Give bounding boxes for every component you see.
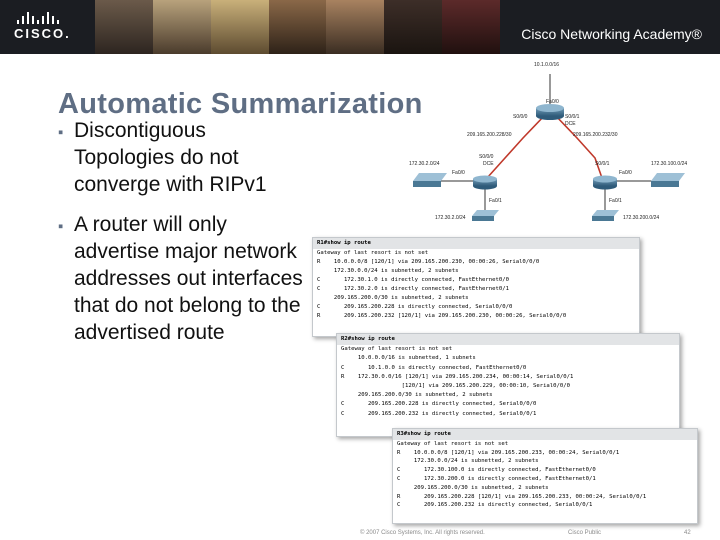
page-number: 42	[684, 530, 691, 536]
terminal-command: R1#show ip route	[313, 238, 639, 249]
terminal-line: 10.0.0.0/16 is subnetted, 1 subnets	[341, 355, 476, 362]
serial-link	[554, 114, 603, 179]
terminal-line: R 172.30.0.0/16 [120/1] via 209.165.200.…	[341, 373, 574, 380]
switch-icon	[413, 173, 447, 187]
serial-link	[486, 114, 546, 179]
logo-text: CISCO.	[14, 26, 71, 41]
network-label: 209.165.200.232/30	[573, 132, 618, 138]
interface-label: Fa0/0	[619, 170, 632, 176]
terminal-line: 209.165.200.0/30 is subnetted, 2 subnets	[341, 392, 493, 399]
terminal-window-r2: R2#show ip route Gateway of last resort …	[336, 333, 680, 437]
terminal-window-r1: R1#show ip route Gateway of last resort …	[312, 237, 640, 337]
bullet-text: A router will only advertise major netwo…	[74, 213, 303, 344]
terminal-line: Gateway of last resort is not set	[317, 250, 429, 256]
network-label: 172.30.200.0/24	[623, 215, 660, 221]
bullet-text: Discontiguous Topologies do not converge…	[74, 119, 267, 196]
terminal-line: C 172.30.200.0 is directly connected, Fa…	[397, 475, 596, 482]
terminal-line: C 209.165.200.228 is directly connected,…	[341, 401, 537, 408]
cisco-logo: CISCO.	[14, 10, 71, 41]
slide-title: Automatic Summarization	[58, 88, 423, 120]
photo-strip	[95, 0, 501, 54]
cisco-logo-icon	[17, 10, 71, 24]
terminal-line: Gateway of last resort is not set	[397, 440, 509, 447]
terminal-line: 209.165.200.0/30 is subnetted, 2 subnets	[397, 484, 549, 491]
interface-label: S0/0/0	[513, 114, 528, 120]
terminal-line: 172.30.0.0/24 is subnetted, 2 subnets	[397, 458, 539, 465]
dce-label: DCE	[483, 161, 494, 167]
terminal-line: 172.30.0.0/24 is subnetted, 2 subnets	[317, 268, 459, 274]
terminal-command: R2#show ip route	[337, 334, 679, 346]
network-label: 172.30.2.0/24	[435, 215, 466, 221]
terminal-line: C 209.165.200.232 is directly connected,…	[341, 410, 537, 417]
dce-label: DCE	[565, 121, 576, 127]
router-icon	[593, 175, 617, 190]
header-banner: CISCO. Cisco Networking Academy®	[0, 0, 720, 54]
network-label: 209.165.200.228/30	[467, 132, 512, 138]
terminal-line: R 10.0.0.0/8 [120/1] via 209.165.200.230…	[317, 259, 540, 265]
switch-icon	[651, 173, 685, 187]
interface-label: S0/0/1	[565, 114, 580, 120]
interface-label: S0/0/1	[595, 161, 610, 167]
switch-icon	[472, 210, 499, 221]
terminal-line: R 209.165.200.228 [120/1] via 209.165.20…	[397, 493, 647, 500]
bullet-item: ▪ Discontiguous Topologies do not conver…	[58, 117, 308, 198]
terminal-line: R 10.0.0.0/8 [120/1] via 209.165.200.233…	[397, 449, 620, 456]
interface-label: Fa0/0	[452, 170, 465, 176]
topology-svg	[413, 74, 685, 221]
interface-label: Fa0/1	[489, 198, 502, 204]
terminal-window-r3: R3#show ip route Gateway of last resort …	[392, 428, 698, 524]
bullet-icon: ▪	[58, 218, 64, 235]
interface-label: Fa0/0	[546, 99, 559, 105]
network-label: 10.1.0.0/16	[534, 62, 560, 68]
terminal-line: C 172.30.1.0 is directly connected, Fast…	[317, 277, 509, 283]
network-label: 172.30.100.0/24	[651, 161, 688, 167]
topology-diagram: 10.1.0.0/16 Fa0/0 S0/0/0 S0/0/1 DCE 209.…	[405, 60, 720, 230]
terminal-line: C 209.165.200.228 is directly connected,…	[317, 304, 513, 310]
terminal-line: C 172.30.100.0 is directly connected, Fa…	[397, 467, 596, 474]
terminal-line: C 209.165.200.232 is directly connected,…	[397, 502, 593, 509]
interface-label: S0/0/0	[479, 154, 494, 160]
terminal-line: Gateway of last resort is not set	[341, 346, 453, 353]
terminal-line: [120/1] via 209.165.200.229, 00:00:10, S…	[341, 383, 571, 390]
academy-title: Cisco Networking Academy®	[521, 26, 702, 42]
switch-icon	[592, 210, 619, 221]
bullet-item: ▪ A router will only advertise major net…	[58, 211, 303, 346]
bullet-icon: ▪	[58, 124, 64, 141]
network-label: 172.30.2.0/24	[409, 161, 440, 167]
terminal-command: R3#show ip route	[393, 429, 697, 440]
terminal-line: R 209.165.200.232 [120/1] via 209.165.20…	[317, 313, 567, 319]
terminal-line: C 172.30.2.0 is directly connected, Fast…	[317, 286, 509, 292]
interface-label: Fa0/1	[609, 198, 622, 204]
terminal-line: 209.165.200.0/30 is subnetted, 2 subnets	[317, 295, 469, 301]
router-icon	[536, 104, 564, 120]
footer-classification: Cisco Public	[568, 530, 602, 536]
router-icon	[473, 175, 497, 190]
footer-copyright: © 2007 Cisco Systems, Inc. All rights re…	[360, 530, 485, 536]
terminal-line: C 10.1.0.0 is directly connected, FastEt…	[341, 364, 527, 371]
